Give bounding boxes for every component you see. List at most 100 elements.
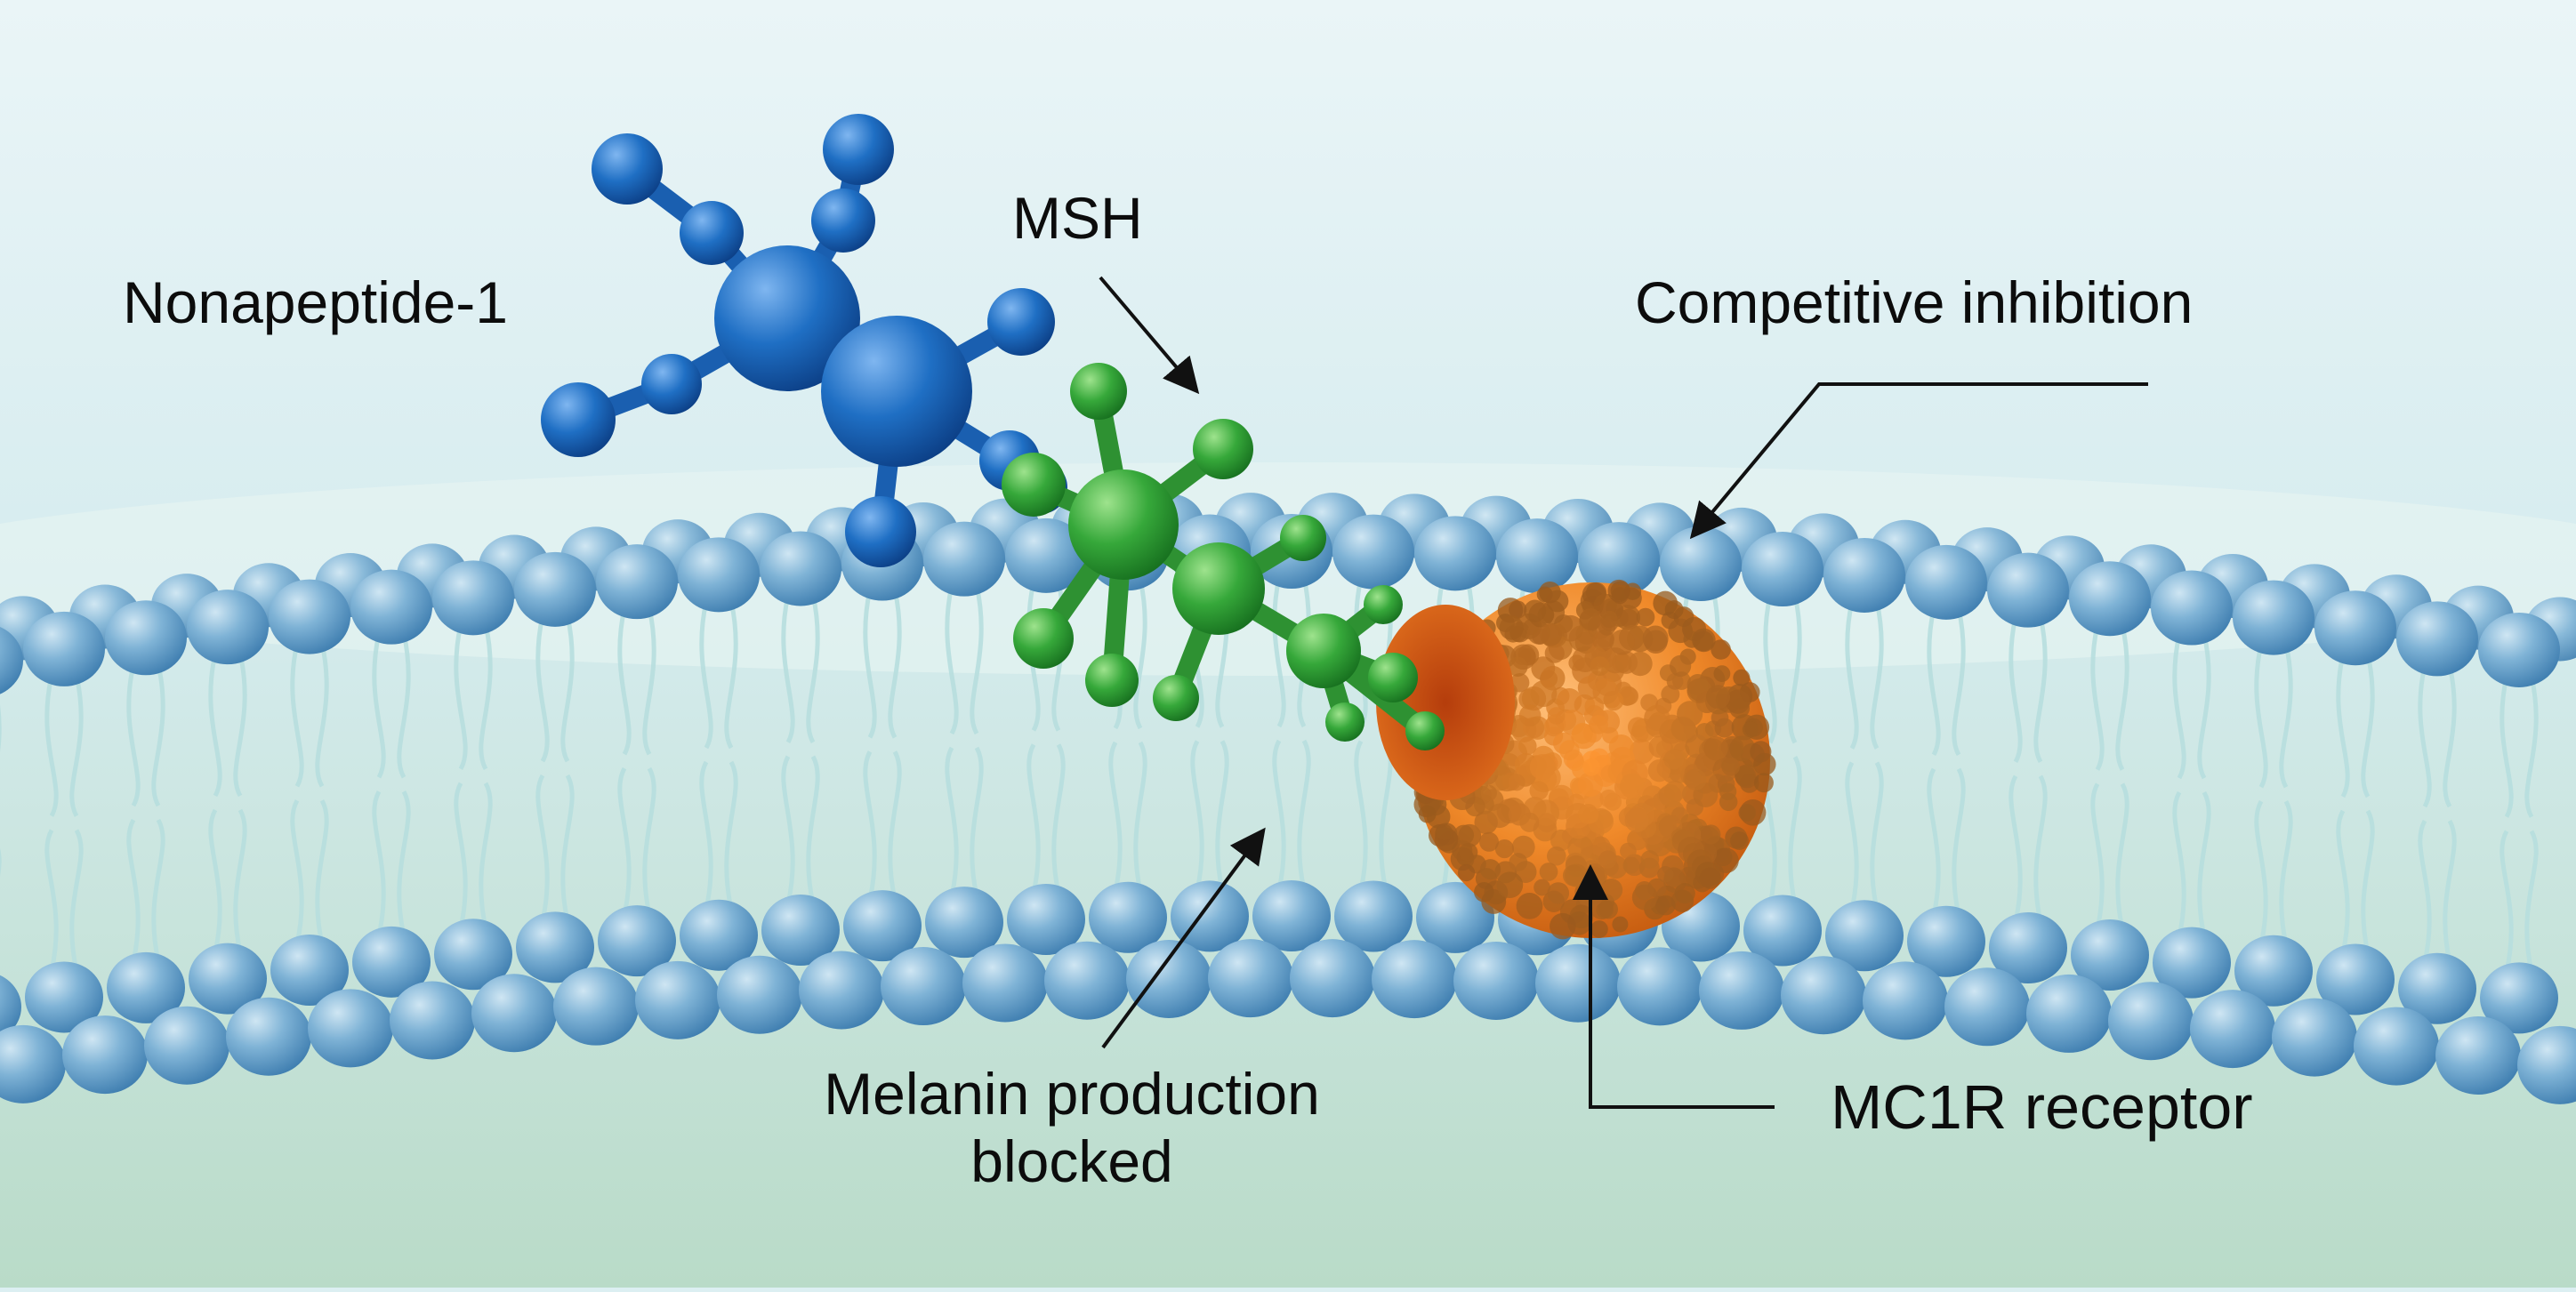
receptor-bump — [1487, 803, 1512, 829]
lipid-tail — [560, 615, 575, 763]
lipid-head — [925, 887, 1003, 959]
lipid-head — [1660, 526, 1742, 602]
lipid-head — [2316, 943, 2395, 1015]
lipid-head — [923, 521, 1005, 597]
receptor-bump — [1499, 615, 1524, 640]
lipid-tail — [945, 585, 959, 735]
receptor-bump — [1742, 721, 1759, 738]
lipid-head — [105, 600, 187, 676]
lipid-tail — [642, 766, 656, 915]
lipid-tail — [2172, 634, 2186, 780]
receptor-bump — [1557, 688, 1582, 714]
receptor-bump — [1674, 883, 1695, 904]
lipid-head — [270, 934, 349, 1006]
lipid-tail — [1190, 740, 1204, 890]
lipid-tail — [617, 607, 632, 756]
molecule-atom — [987, 288, 1055, 356]
lipid-tail — [479, 782, 493, 928]
lipid-tail — [2336, 654, 2350, 798]
lipid-head — [1453, 941, 1539, 1020]
receptor-bump — [1550, 912, 1576, 940]
lipid-head — [1781, 956, 1866, 1035]
receptor-bump — [1624, 807, 1649, 833]
lipid-head — [2314, 590, 2396, 666]
lipid-tail — [2443, 664, 2457, 808]
lipid-tail — [2008, 774, 2023, 922]
receptor-bump — [1655, 895, 1676, 916]
lipid-tail — [397, 790, 411, 936]
receptor-bump — [1539, 863, 1558, 881]
lipid-head — [962, 943, 1048, 1023]
lipid-head — [2108, 982, 2194, 1061]
lipid-head — [760, 531, 841, 606]
receptor-bump — [1592, 678, 1619, 705]
lipid-head — [1332, 514, 1414, 590]
lipid-tail — [888, 750, 902, 900]
receptor-bump — [1459, 842, 1478, 862]
lipid-head — [1699, 951, 1784, 1030]
receptor-bump — [1496, 871, 1524, 899]
lipid-head — [62, 1015, 148, 1095]
lipid-tail — [2524, 676, 2539, 818]
lipid-tail — [315, 799, 329, 944]
lipid-tail — [2418, 819, 2432, 963]
lipid-tail — [233, 653, 247, 798]
lipid-tail — [290, 799, 304, 944]
receptor-bump — [1568, 625, 1595, 652]
receptor-bump — [1436, 823, 1453, 841]
lipid-head — [0, 975, 21, 1039]
receptor-bump — [1572, 722, 1593, 744]
receptor-bump — [1579, 608, 1602, 630]
receptor-bump — [1753, 773, 1774, 793]
lipid-head — [2190, 990, 2275, 1069]
receptor-bump — [1635, 881, 1654, 901]
molecule-atom — [1368, 653, 1418, 702]
receptor-bump — [1609, 630, 1635, 655]
lipid-tail — [535, 774, 550, 921]
molecule-atom — [1193, 419, 1253, 479]
receptor-bump — [1546, 590, 1569, 613]
receptor-bump — [1610, 581, 1630, 601]
lipid-head — [1089, 881, 1167, 953]
lipid-tail — [535, 615, 550, 763]
receptor-bump — [1733, 669, 1751, 686]
lipid-tail — [1952, 767, 1966, 916]
lipid-head — [0, 1024, 66, 1103]
molecule-atom — [1405, 711, 1445, 750]
receptor-bump — [1726, 689, 1751, 714]
phospholipid-bilayer — [0, 493, 2576, 1104]
mc1r-receptor — [1376, 579, 1776, 940]
receptor-bump — [1547, 707, 1566, 725]
receptor-bump — [1721, 757, 1741, 776]
receptor-bump — [1544, 643, 1565, 663]
lipid-tail — [1788, 595, 1802, 744]
lipid-head — [843, 890, 922, 962]
molecule-atom — [1002, 453, 1066, 517]
receptor-bump — [1598, 850, 1617, 869]
molecule-atom — [1364, 585, 1403, 624]
lipid-head — [1252, 880, 1331, 952]
lipid-tail — [1272, 577, 1286, 728]
receptor-bump — [1663, 749, 1685, 770]
molecule-atom — [1325, 702, 1364, 742]
receptor-bump — [1577, 772, 1603, 798]
receptor-bump — [1692, 628, 1716, 653]
receptor-bump — [1529, 781, 1549, 800]
lipid-tail — [1927, 608, 1941, 757]
lipid-head — [1171, 880, 1249, 952]
receptor-bump — [1703, 736, 1728, 761]
receptor-bump — [1534, 879, 1550, 896]
lipid-tail — [2254, 644, 2268, 789]
molecule-atom — [641, 354, 702, 414]
receptor-bump — [1640, 850, 1660, 869]
lipid-tail — [2500, 830, 2514, 972]
lipid-head — [1496, 518, 1578, 594]
receptor-bump — [1494, 839, 1515, 859]
molecule-atom — [1013, 608, 1074, 669]
lipid-head — [1044, 941, 1130, 1020]
lipid-head — [635, 960, 720, 1039]
receptor-bump — [1705, 685, 1731, 710]
lipid-head — [269, 579, 350, 654]
receptor-bump — [1685, 768, 1707, 790]
